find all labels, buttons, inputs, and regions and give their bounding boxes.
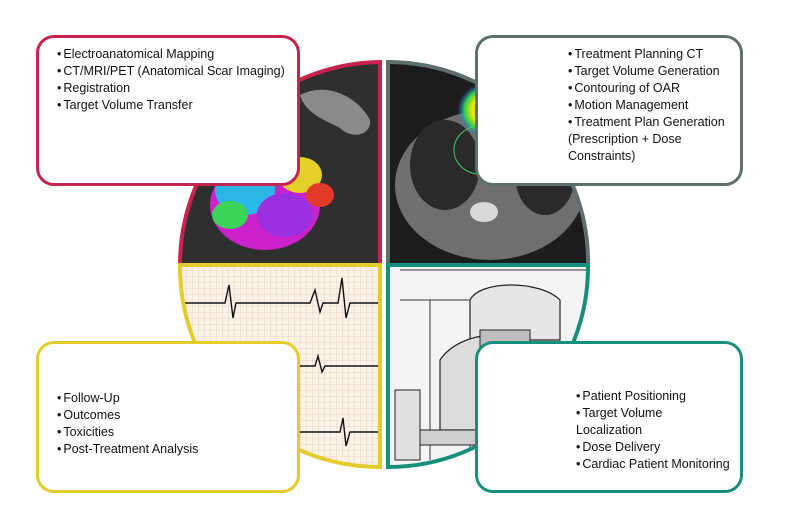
list-item: Target Volume Transfer (57, 97, 287, 114)
list-item: Outcomes (57, 407, 287, 424)
list-item: Cardiac Patient Monitoring (576, 456, 730, 473)
list-item: Post-Treatment Analysis (57, 441, 287, 458)
list-item: Toxicities (57, 424, 287, 441)
followup-steps-box: Follow-Up Outcomes Toxicities Post-Treat… (36, 341, 300, 493)
list-item: Target Volume Generation (568, 63, 730, 80)
list-item: Treatment Plan Generation (Prescription … (568, 114, 730, 165)
list-item: CT/MRI/PET (Anatomical Scar Imaging) (57, 63, 287, 80)
followup-steps-list: Follow-Up Outcomes Toxicities Post-Treat… (49, 390, 287, 458)
list-item: Treatment Planning CT (568, 46, 730, 63)
delivery-steps-box: Patient Positioning Target Volume Locali… (475, 341, 743, 493)
list-item: Motion Management (568, 97, 730, 114)
planning-steps-box: Treatment Planning CT Target Volume Gene… (475, 35, 743, 186)
list-item: Follow-Up (57, 390, 287, 407)
mapping-steps-box: Electroanatomical Mapping CT/MRI/PET (An… (36, 35, 300, 186)
planning-steps-list: Treatment Planning CT Target Volume Gene… (488, 46, 730, 165)
mapping-steps-list: Electroanatomical Mapping CT/MRI/PET (An… (49, 46, 287, 114)
list-item: Registration (57, 80, 287, 97)
list-item: Target Volume Localization (576, 405, 730, 439)
list-item: Contouring of OAR (568, 80, 730, 97)
list-item: Electroanatomical Mapping (57, 46, 287, 63)
delivery-steps-list: Patient Positioning Target Volume Locali… (488, 388, 730, 473)
list-item: Patient Positioning (576, 388, 730, 405)
list-item: Dose Delivery (576, 439, 730, 456)
